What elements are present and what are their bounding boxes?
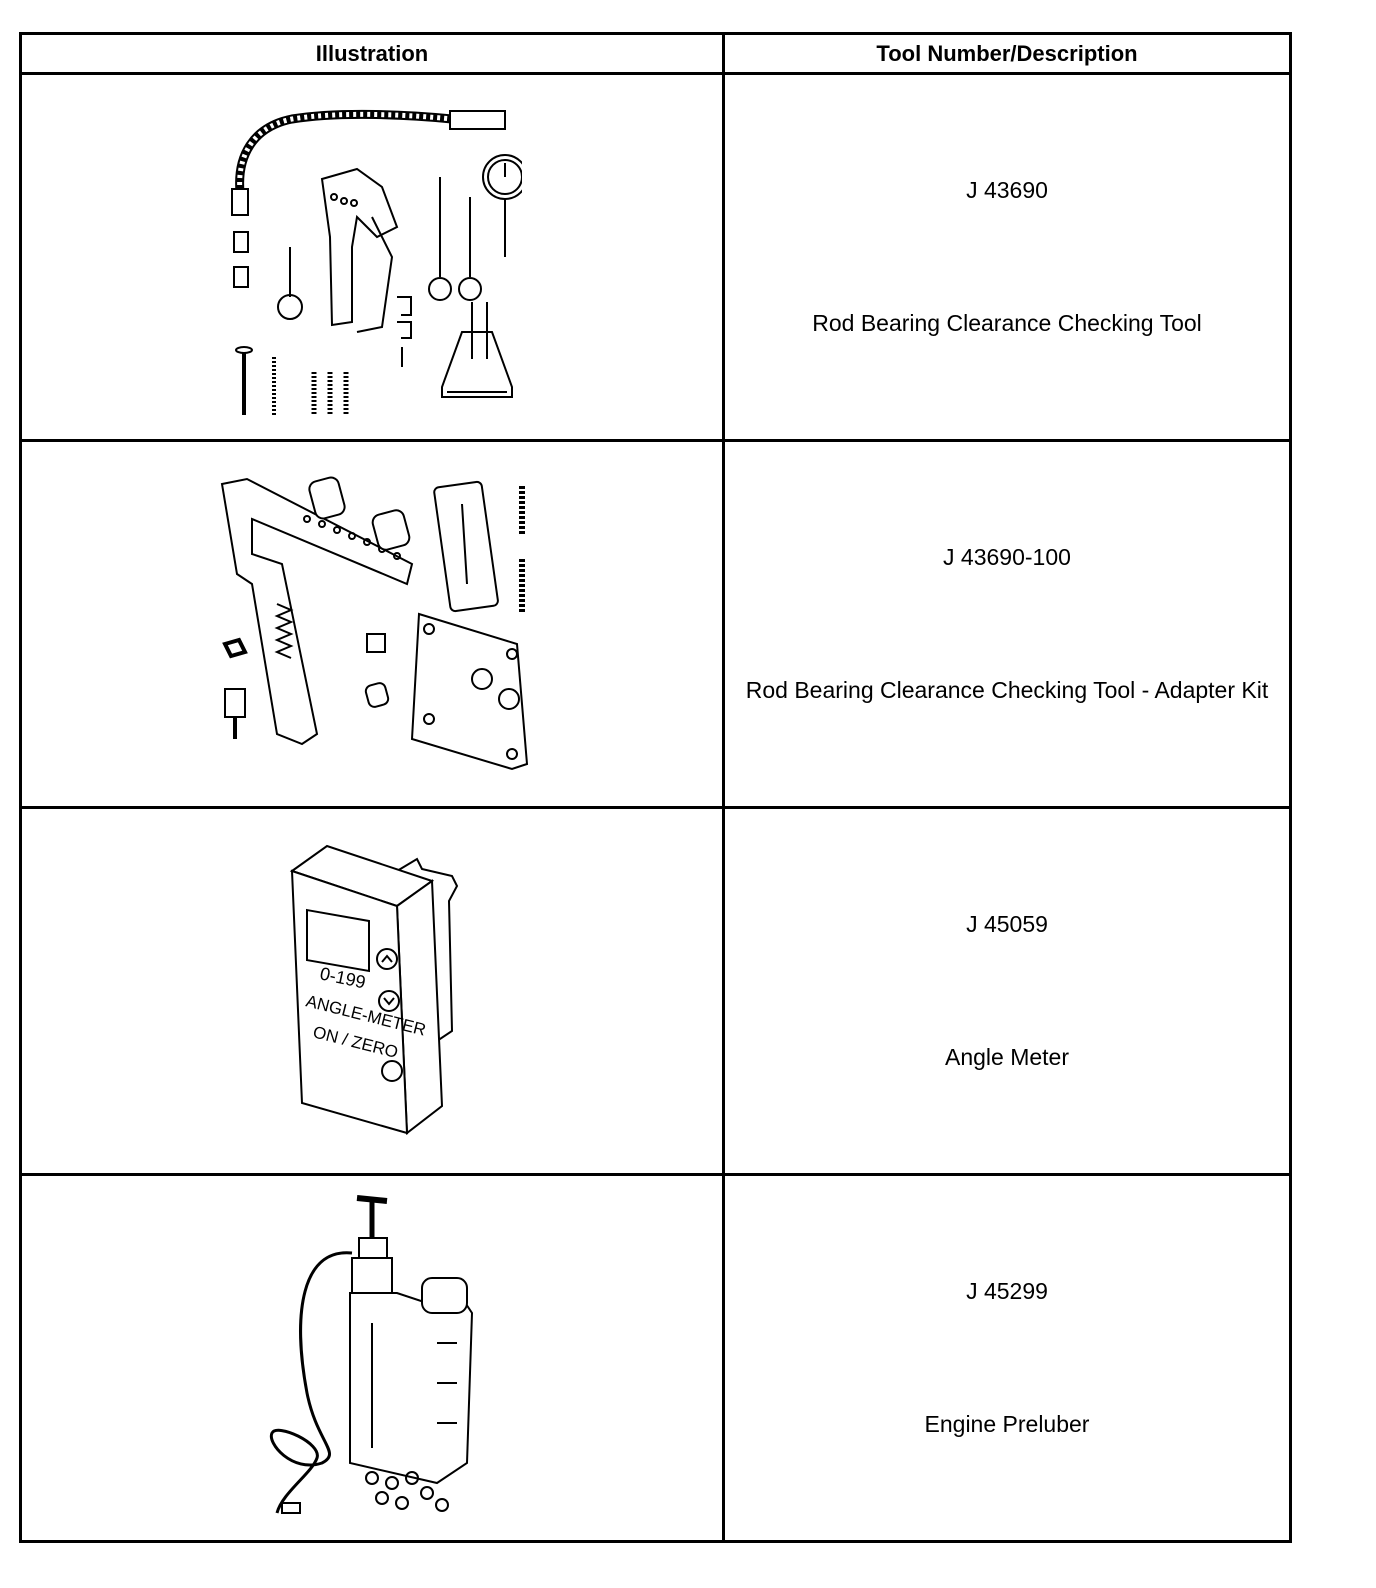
illustration-header: Illustration <box>19 32 725 75</box>
illustration-cell <box>19 1173 725 1543</box>
tool-cell: J 43690 Rod Bearing Clearance Checking T… <box>722 72 1292 442</box>
tool-description: Angle Meter <box>944 1044 1069 1070</box>
illustration-cell <box>19 72 725 442</box>
tool-header: Tool Number/Description <box>722 32 1292 75</box>
table-row: 0-199 ANGLE-METER ON / ZERO J 45059 Angl… <box>19 806 1292 1176</box>
tool-number: J 45299 <box>966 1278 1048 1304</box>
table-row: J 43690 Rod Bearing Clearance Checking T… <box>19 72 1292 442</box>
tool-cell: J 45059 Angle Meter <box>722 806 1292 1176</box>
table-row: J 43690-100 Rod Bearing Clearance Checki… <box>19 439 1292 809</box>
tool-number: J 45059 <box>966 911 1048 937</box>
rod-bearing-clearance-tool-kit-icon <box>222 97 522 417</box>
engine-preluber-icon <box>262 1193 482 1523</box>
table-row: J 45299 Engine Preluber <box>19 1173 1292 1543</box>
tool-description: Engine Preluber <box>924 1411 1090 1437</box>
special-tools-table: Illustration Tool Number/Description <box>19 32 1292 1543</box>
tool-cell: J 43690-100 Rod Bearing Clearance Checki… <box>722 439 1292 809</box>
angle-meter-icon: 0-199 ANGLE-METER ON / ZERO <box>267 841 477 1141</box>
header-row: Illustration Tool Number/Description <box>19 32 1292 75</box>
tool-number: J 43690 <box>966 177 1048 203</box>
illustration-cell: 0-199 ANGLE-METER ON / ZERO <box>19 806 725 1176</box>
tool-number: J 43690-100 <box>943 544 1071 570</box>
tool-cell: J 45299 Engine Preluber <box>722 1173 1292 1543</box>
tool-description: Rod Bearing Clearance Checking Tool <box>812 310 1202 336</box>
adapter-kit-icon <box>207 464 537 784</box>
illustration-cell <box>19 439 725 809</box>
tool-description: Rod Bearing Clearance Checking Tool - Ad… <box>745 677 1269 703</box>
